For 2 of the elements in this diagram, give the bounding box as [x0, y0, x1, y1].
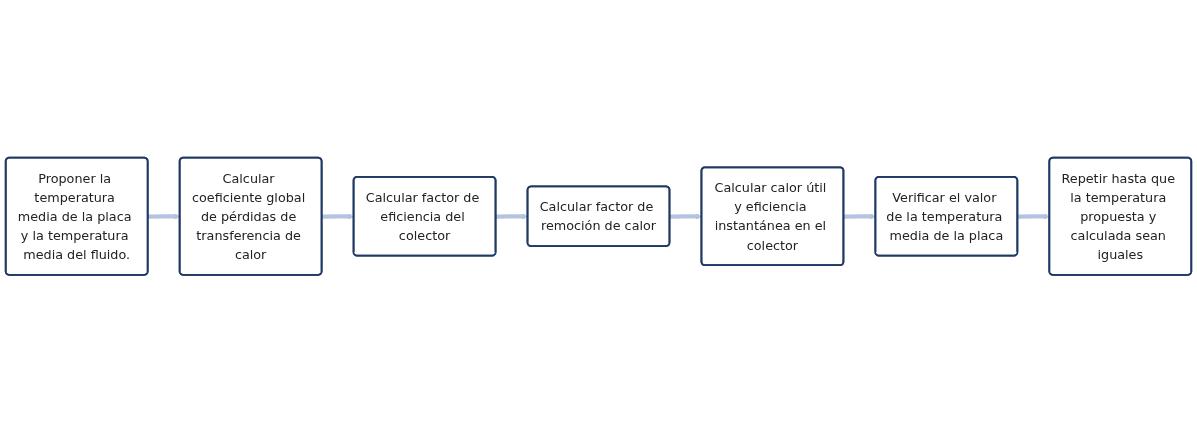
arrow: [843, 213, 876, 220]
arrow: [1017, 213, 1050, 220]
